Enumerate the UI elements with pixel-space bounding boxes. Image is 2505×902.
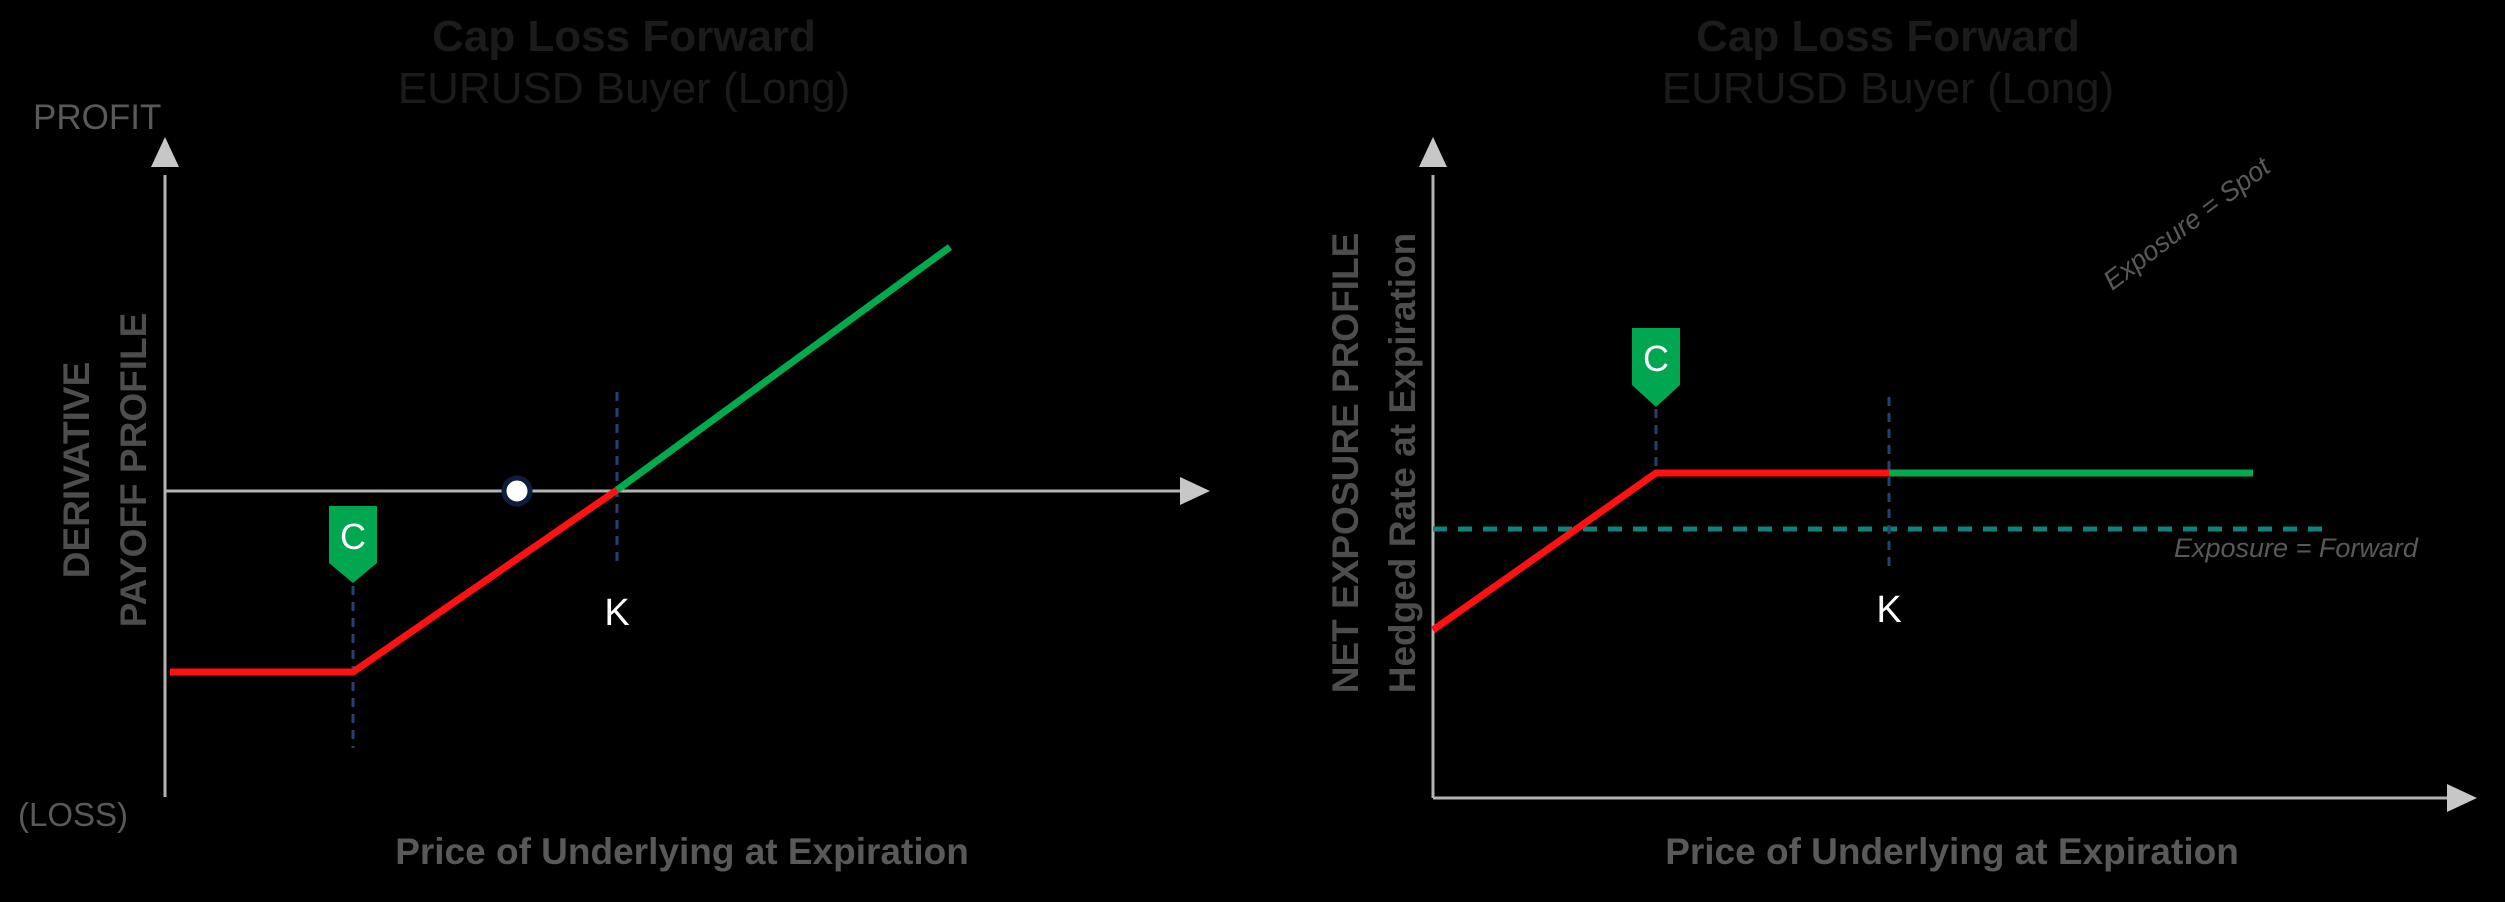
left-rotated-label-line2: PAYOFF PROFILE (113, 312, 154, 628)
left-strike-label: K (604, 592, 630, 634)
derivative-payoff-axis-arrowhead (1180, 477, 1210, 505)
cap-flag-label: C (1643, 338, 1669, 379)
forward-rate-dot (501, 475, 533, 507)
cap-flag-marker (1632, 328, 1680, 407)
net-exposure-axis-arrowhead (1419, 137, 1447, 167)
derivative-payoff-axis-arrowhead (151, 137, 179, 167)
right-chart-title-line2: EURUSD Buyer (Long) (1661, 64, 2115, 113)
left-chart-rotated-axis-label: DERIVATIVE PAYOFF PROFILE (48, 313, 162, 628)
exposure-forward-annotation: Exposure = Forward (2174, 533, 2418, 563)
hedged-rate-spot-segment (1430, 469, 1889, 633)
right-rotated-label-line2: Hedged Rate at Expiration (1382, 232, 1423, 694)
payoff-loss-segment (170, 487, 619, 676)
left-rotated-label-line1: DERIVATIVE (56, 361, 97, 579)
left-chart-title: Cap Loss Forward EURUSD Buyer (Long) (274, 10, 974, 114)
right-chart-title: Cap Loss Forward EURUSD Buyer (Long) (1538, 10, 2238, 114)
left-chart-title-line1: Cap Loss Forward (432, 12, 816, 61)
right-chart-title-line1: Cap Loss Forward (1696, 12, 2080, 61)
left-x-axis-label: Price of Underlying at Expiration (395, 831, 969, 872)
right-chart-rotated-axis-label: NET EXPOSURE PROFILE Hedged Rate at Expi… (1317, 233, 1431, 694)
cap-flag-label: C (340, 516, 366, 557)
right-x-axis-label: Price of Underlying at Expiration (1665, 831, 2239, 872)
net-exposure-axis-arrowhead (2447, 784, 2477, 812)
payoff-profit-segment (614, 244, 953, 493)
right-strike-label: K (1876, 589, 1902, 631)
profit-axis-label: PROFIT (33, 98, 162, 137)
cap-flag-marker (329, 506, 377, 583)
right-rotated-label-line1: NET EXPOSURE PROFILE (1325, 232, 1366, 694)
left-chart-title-line2: EURUSD Buyer (Long) (397, 64, 851, 113)
loss-axis-label: (LOSS) (18, 796, 129, 833)
